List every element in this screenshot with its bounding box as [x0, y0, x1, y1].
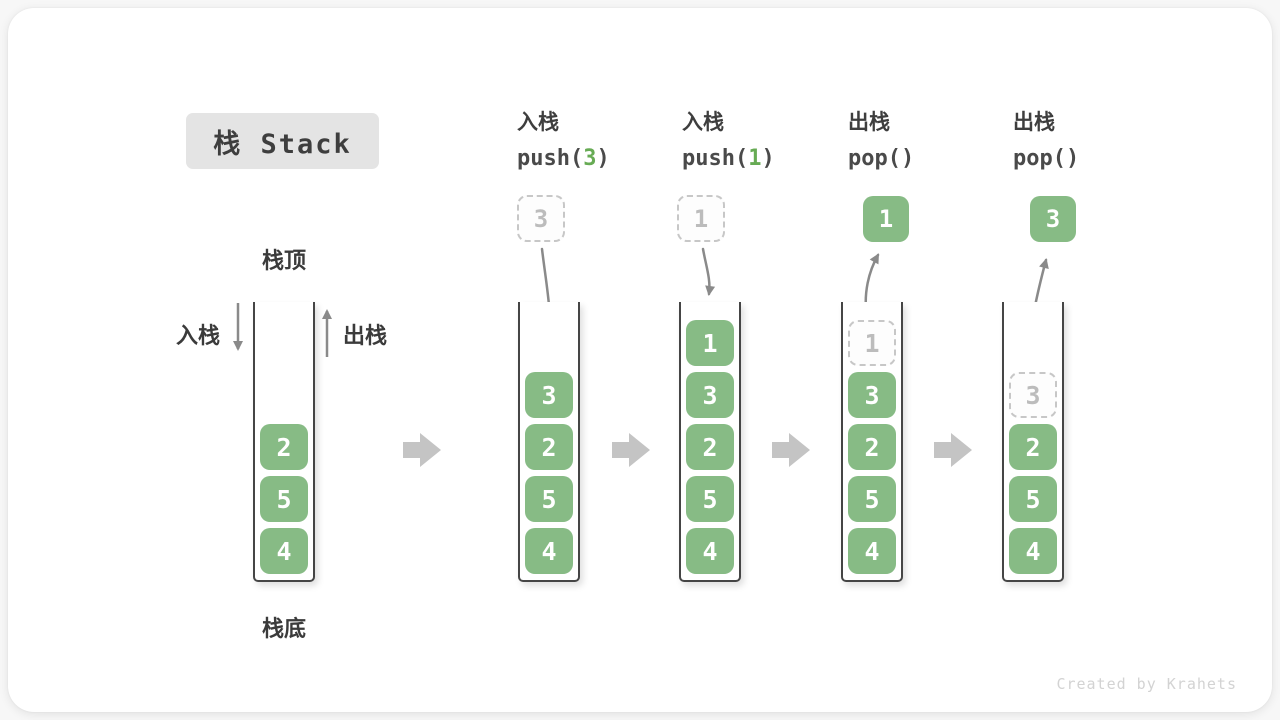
step-name: 入栈 [682, 111, 724, 134]
stack-cell: 2 [1009, 424, 1057, 470]
title-badge: 栈 Stack [186, 113, 379, 169]
floating-value-popped: 3 [1030, 196, 1076, 242]
code-pre: pop( [848, 146, 901, 171]
pop-side-label: 出栈 [343, 323, 388, 348]
stack-cell: 5 [848, 476, 896, 522]
stack-state-5: 3 2 5 4 [1002, 302, 1064, 582]
stack-cell: 4 [848, 528, 896, 574]
code-post: ) [1065, 146, 1080, 171]
floating-value-dashed: 1 [677, 195, 725, 242]
step-label-push3: 入栈 push(3) [517, 106, 610, 171]
stack-cell: 3 [525, 372, 573, 418]
stack-cell: 4 [686, 528, 734, 574]
stack-cell: 4 [1009, 528, 1057, 574]
step-code: pop() [1013, 146, 1079, 171]
stack-cell: 3 [848, 372, 896, 418]
stack-cell: 1 [686, 320, 734, 366]
stack-state-3: 1 3 2 5 4 [679, 302, 741, 582]
stack-top-label: 栈顶 [261, 248, 306, 273]
code-pre: push( [517, 146, 584, 171]
floating-value-popped: 1 [863, 196, 909, 242]
step-code: pop() [848, 146, 914, 171]
code-post: ) [900, 146, 915, 171]
step-code: push(1) [682, 146, 775, 171]
code-arg: 1 [748, 146, 762, 171]
stack-cell: 4 [260, 528, 308, 574]
stack-cell: 2 [848, 424, 896, 470]
step-label-pop2: 出栈 pop() [1013, 106, 1079, 171]
stack-cell: 2 [686, 424, 734, 470]
push-side-label: 入栈 [176, 323, 221, 348]
step-label-pop1: 出栈 pop() [848, 106, 914, 171]
stack-state-2: 3 2 5 4 [518, 302, 580, 582]
code-post: ) [761, 146, 775, 171]
step-label-push1: 入栈 push(1) [682, 106, 775, 171]
stack-state-4: 1 3 2 5 4 [841, 302, 903, 582]
code-pre: push( [682, 146, 749, 171]
stack-cell: 5 [525, 476, 573, 522]
stack-cell: 4 [525, 528, 573, 574]
ghost-cell: 3 [1009, 372, 1057, 418]
step-name: 入栈 [517, 111, 559, 134]
stack-cell: 2 [525, 424, 573, 470]
stack-cell: 5 [260, 476, 308, 522]
step-code: push(3) [517, 146, 610, 171]
floating-value-dashed: 3 [517, 195, 565, 242]
code-post: ) [596, 146, 610, 171]
step-name: 出栈 [1013, 111, 1055, 134]
watermark: Created by Krahets [1056, 675, 1237, 693]
stack-cell: 5 [686, 476, 734, 522]
stack-bottom-label: 栈底 [261, 616, 306, 641]
code-arg: 3 [583, 146, 597, 171]
step-name: 出栈 [848, 111, 890, 134]
code-pre: pop( [1013, 146, 1066, 171]
ghost-cell: 1 [848, 320, 896, 366]
stack-state-1: 2 5 4 [253, 302, 315, 582]
stack-cell: 2 [260, 424, 308, 470]
stack-cell: 3 [686, 372, 734, 418]
stack-cell: 5 [1009, 476, 1057, 522]
